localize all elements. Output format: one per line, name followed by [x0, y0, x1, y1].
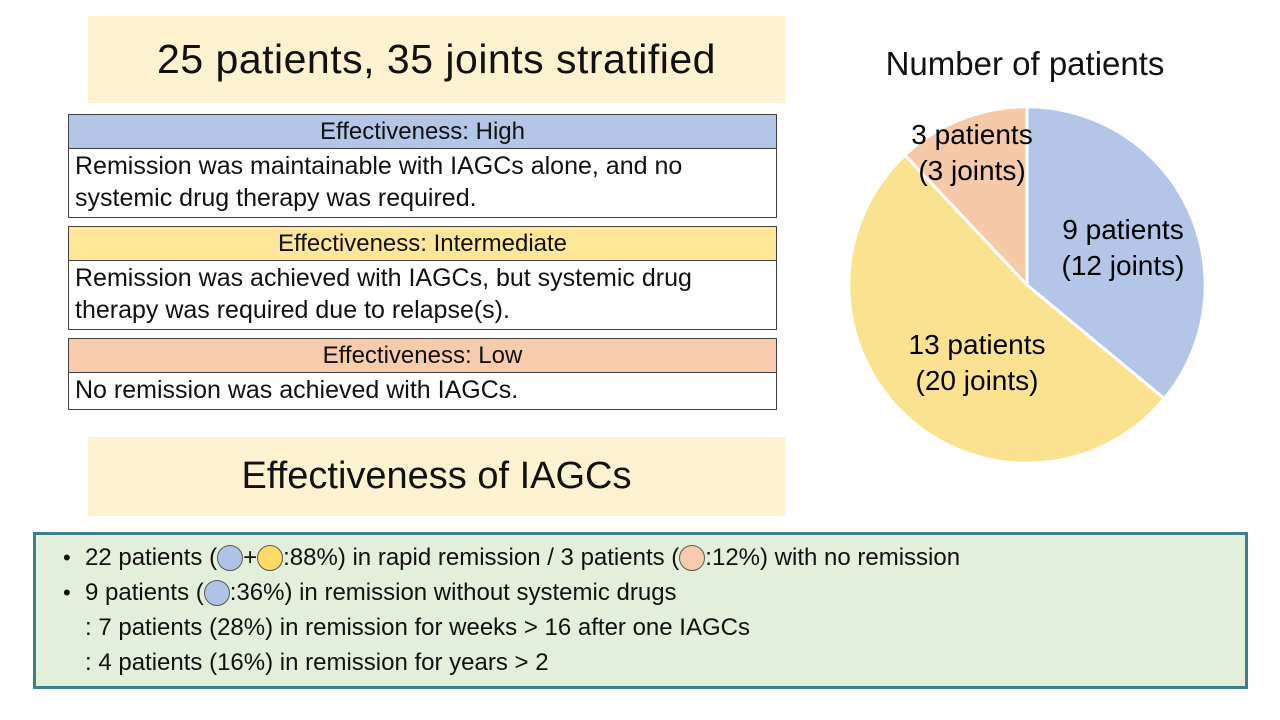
pie-label-low-line2: (3 joints) — [918, 155, 1026, 186]
pie-slice-low — [903, 105, 1029, 287]
summary-box: • 22 patients ( + :88%) in rapid remission … — [33, 532, 1248, 689]
summary-line-2-text: 9 patients ( — [85, 579, 204, 606]
pie-label-high: 9 patients (12 joints) — [1008, 212, 1238, 284]
summary-line-3: : 7 patients (28%) in remission for week… — [85, 614, 750, 641]
summary-line-2: • 9 patients ( :36%) in remission without … — [48, 575, 1233, 610]
top-title-banner: 25 patients, 35 joints stratified — [88, 16, 785, 103]
summary-line-1: • 22 patients ( + :88%) in rapid remission … — [48, 540, 1233, 575]
pie-label-intermediate-line1: 13 patients — [908, 329, 1046, 360]
effectiveness-high-header: Effectiveness: High — [68, 114, 777, 149]
plus-sign: + — [243, 544, 258, 571]
effectiveness-low-header-label: Effectiveness: Low — [322, 342, 523, 369]
high-dot-icon — [217, 545, 244, 571]
effectiveness-intermediate-description: Remission was achieved with IAGCs, but s… — [68, 261, 777, 330]
effectiveness-high-header-label: Effectiveness: High — [320, 118, 525, 145]
pie-slice-intermediate — [847, 153, 1166, 465]
effectiveness-intermediate-header: Effectiveness: Intermediate — [68, 226, 777, 261]
intermediate-dot-icon — [257, 545, 284, 571]
pie-label-high-line2: (12 joints) — [1061, 250, 1185, 281]
bottom-title-text: Effectiveness of IAGCs — [241, 455, 632, 497]
pie-label-high-line1: 9 patients — [1062, 214, 1184, 245]
table-row: Effectiveness: Low No remission was achi… — [68, 338, 777, 410]
bottom-title-banner: Effectiveness of IAGCs — [88, 437, 785, 516]
pie-slice-high — [1025, 105, 1207, 401]
pie-label-intermediate: 13 patients (20 joints) — [862, 327, 1092, 399]
summary-line-1-text: :12%) with no remission — [705, 544, 961, 571]
effectiveness-low-header: Effectiveness: Low — [68, 338, 777, 373]
bullet-icon: • — [63, 580, 71, 605]
summary-line-1-text: :88%) in rapid remission / 3 patients ( — [283, 544, 680, 571]
pie-chart-title: Number of patients — [885, 45, 1165, 82]
summary-line-1-text: 22 patients ( — [85, 544, 218, 571]
effectiveness-intermediate-header-label: Effectiveness: Intermediate — [277, 230, 568, 257]
effectiveness-low-description: No remission was achieved with IAGCs. — [68, 373, 777, 410]
bullet-icon: • — [63, 545, 71, 570]
top-title-text: 25 patients, 35 joints stratified — [157, 36, 716, 82]
pie-chart-svg — [847, 105, 1207, 465]
table-row: Effectiveness: Intermediate Remission wa… — [68, 226, 777, 330]
stratification-table: Effectiveness: High Remission was mainta… — [68, 114, 777, 410]
pie-label-low: 3 patients (3 joints) — [857, 117, 1087, 189]
low-dot-icon — [679, 545, 706, 571]
summary-line-4: : 4 patients (16%) in remission for year… — [85, 649, 549, 676]
pie-chart — [843, 101, 1211, 469]
summary-line-2-text: :36%) in remission without systemic drug… — [229, 579, 677, 606]
high-dot-icon — [203, 580, 230, 606]
pie-label-low-line1: 3 patients — [911, 119, 1033, 150]
effectiveness-high-description: Remission was maintainable with IAGCs al… — [68, 149, 777, 218]
table-row: Effectiveness: High Remission was mainta… — [68, 114, 777, 218]
pie-label-intermediate-line2: (20 joints) — [915, 365, 1039, 396]
